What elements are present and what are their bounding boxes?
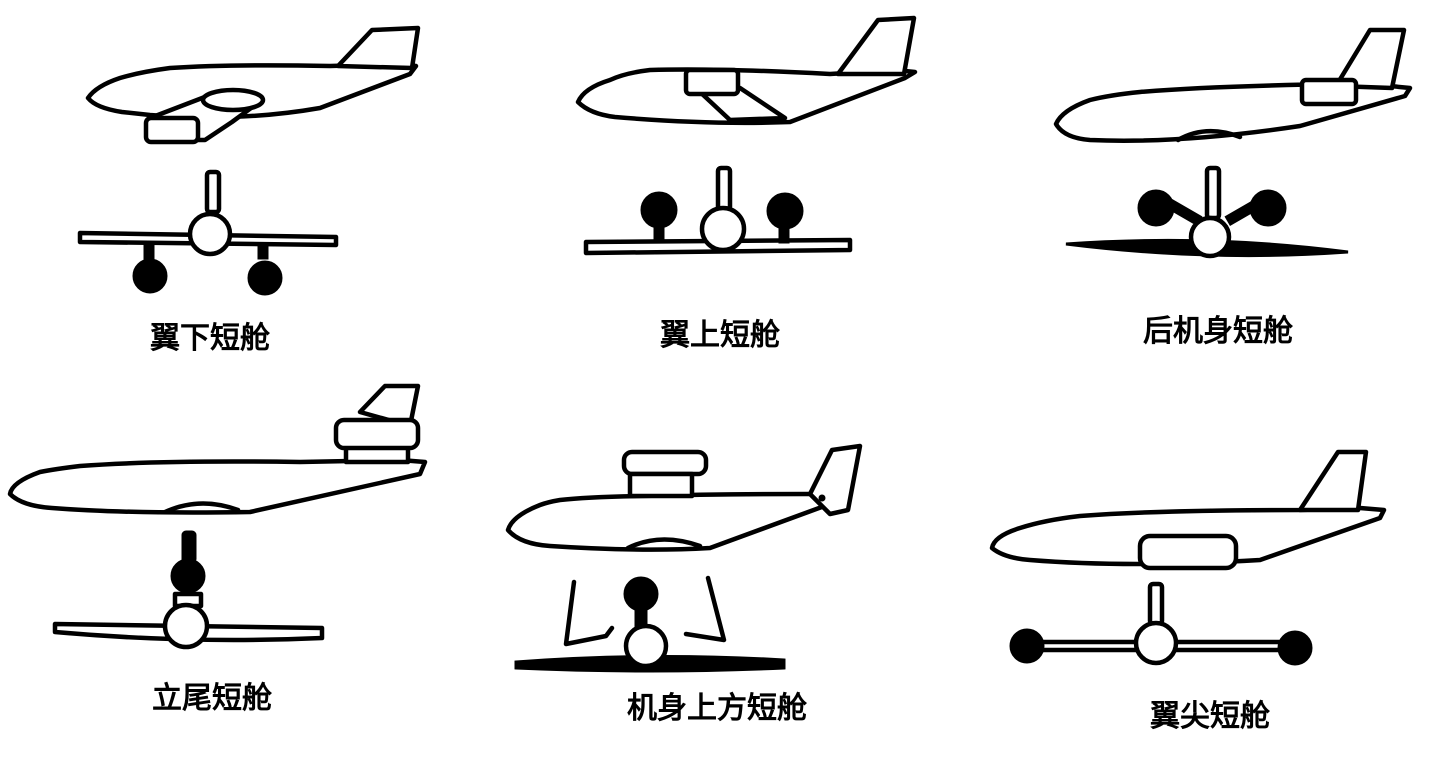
side-view-under-wing: [88, 28, 418, 142]
label-vertical-tail: 立尾短舱: [152, 681, 273, 716]
side-view-over-wing: [578, 18, 915, 123]
panel-over-wing: 翼上短舱: [578, 18, 915, 353]
label-rear-fuselage: 后机身短舱: [1143, 314, 1294, 349]
panel-rear-fuselage: 后机身短舱: [1056, 30, 1410, 349]
label-under-wing: 翼下短舱: [150, 321, 271, 356]
front-view-under-wing: [80, 172, 336, 294]
side-view-above-fuselage: [508, 446, 860, 550]
side-view-vertical-tail: [10, 386, 425, 513]
side-view-wingtip: [992, 452, 1384, 568]
front-view-vertical-tail: [55, 532, 322, 647]
front-view-rear-fuselage: [1066, 168, 1348, 256]
label-above-fuselage: 机身上方短舱: [627, 691, 808, 726]
panel-above-fuselage: 机身上方短舱: [508, 446, 860, 726]
panel-under-wing: 翼下短舱: [80, 28, 418, 356]
front-view-above-fuselage: [516, 578, 784, 671]
label-over-wing: 翼上短舱: [660, 318, 781, 353]
panel-wingtip: 翼尖短舱: [992, 452, 1384, 734]
panel-vertical-tail: 立尾短舱: [10, 386, 425, 716]
front-view-over-wing: [586, 168, 850, 253]
side-view-rear-fuselage: [1056, 30, 1410, 141]
label-wingtip: 翼尖短舱: [1150, 699, 1271, 734]
front-view-wingtip: [1011, 584, 1311, 664]
